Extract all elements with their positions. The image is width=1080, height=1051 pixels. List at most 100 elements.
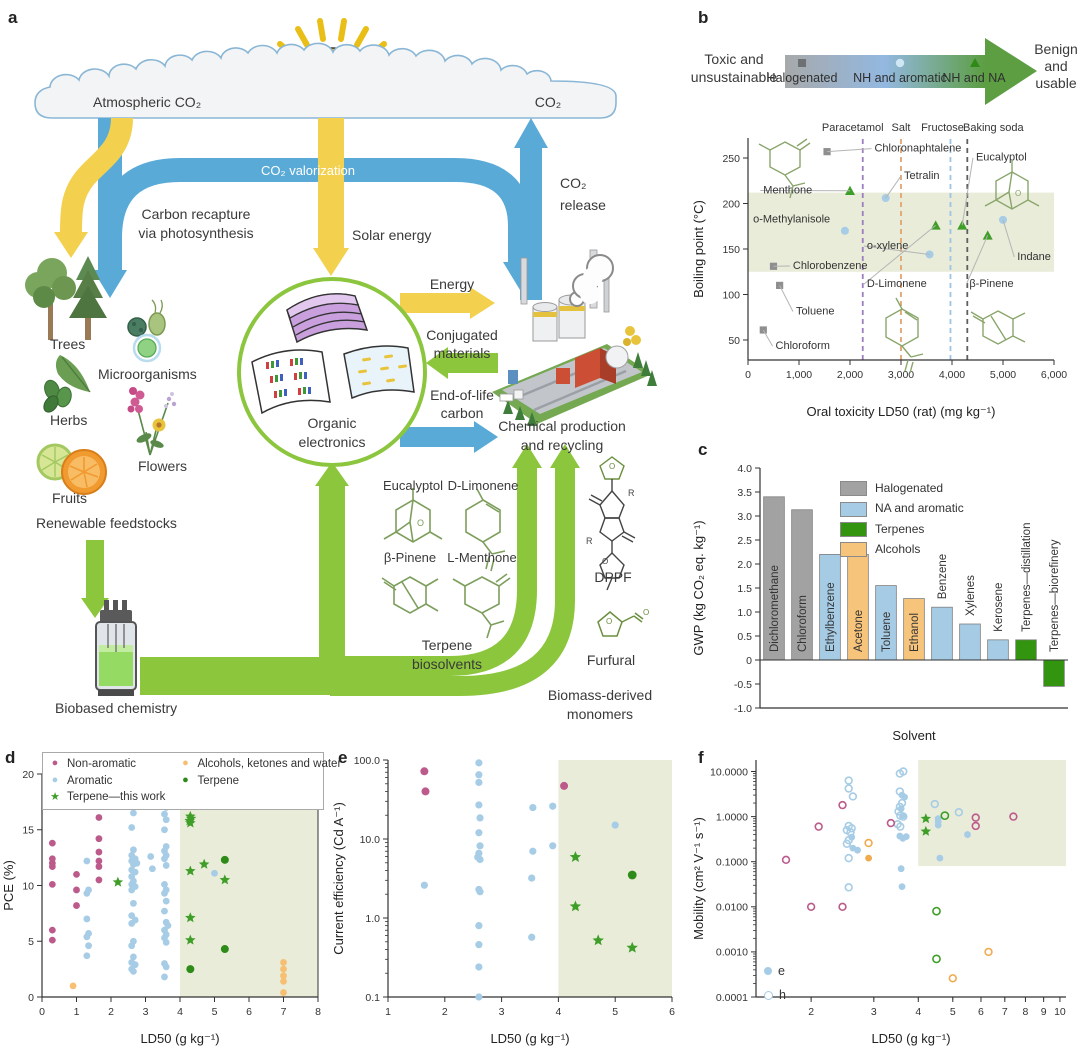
d-limonene-label: D-Limonene — [448, 478, 519, 493]
panel-a-carbon-cycle-diagram: O — [0, 0, 690, 740]
svg-text:LD50 (g kg⁻¹): LD50 (g kg⁻¹) — [490, 1031, 569, 1046]
biomass-monomers-label-1: Biomass-derived — [548, 687, 652, 703]
svg-text:-1.0: -1.0 — [734, 703, 752, 715]
svg-text:1: 1 — [385, 1006, 391, 1018]
electron-marker-icon — [764, 967, 772, 976]
factory-icon — [492, 249, 657, 426]
svg-text:15: 15 — [22, 825, 34, 837]
svg-text:4,000: 4,000 — [939, 369, 965, 381]
benign-label-2: and — [1044, 58, 1067, 74]
alcohols-swatch — [840, 542, 867, 558]
svg-text:6: 6 — [246, 1006, 252, 1018]
svg-text:200: 200 — [722, 198, 740, 210]
svg-text:10.0000: 10.0000 — [710, 766, 748, 778]
svg-text:Terpenes—distillation: Terpenes—distillation — [1021, 523, 1033, 632]
organic-electronics-label-1: Organic — [307, 415, 356, 431]
legend-terpenes: Terpenes — [840, 521, 964, 538]
co2-release-label-2: release — [560, 197, 606, 213]
limonene-structure — [465, 488, 506, 572]
legend-aromatic-label: Aromatic — [67, 774, 113, 787]
svg-text:6,000: 6,000 — [1041, 369, 1067, 381]
svg-text:Tetralin: Tetralin — [904, 170, 939, 182]
nh-na-marker-icon — [970, 58, 980, 67]
pinene-structure — [381, 576, 439, 614]
eucalyptol-label: Eucalyptol — [383, 478, 443, 493]
bioreactor-icon — [95, 600, 137, 696]
oled-sheet-icon — [343, 345, 415, 400]
solar-sheet-icon — [286, 293, 369, 344]
svg-text:LD50 (g kg⁻¹): LD50 (g kg⁻¹) — [140, 1031, 219, 1046]
terpene-structures: O — [381, 488, 511, 639]
svg-text:7: 7 — [1002, 1006, 1008, 1018]
svg-text:Toluene: Toluene — [796, 306, 835, 318]
trees-icon — [25, 256, 107, 340]
dppf-label: DPPF — [594, 569, 631, 585]
svg-text:0.0001: 0.0001 — [716, 992, 748, 1004]
solar-energy-arrow — [313, 118, 349, 276]
svg-text:O: O — [417, 518, 424, 528]
svg-text:Boiling point (°C): Boiling point (°C) — [691, 200, 706, 298]
herbs-label: Herbs — [50, 412, 87, 428]
svg-text:Current efficiency (Cd A⁻¹): Current efficiency (Cd A⁻¹) — [331, 802, 346, 955]
svg-text:R: R — [586, 536, 593, 546]
svg-text:3: 3 — [871, 1006, 877, 1018]
svg-text:0.0100: 0.0100 — [716, 902, 748, 914]
biosolvent-flow-arrows — [140, 444, 580, 696]
svg-text:3: 3 — [143, 1006, 149, 1018]
solar-energy-label: Solar energy — [352, 227, 431, 243]
toxic-label-2: unsustainable — [691, 69, 778, 85]
svg-text:Ethylbenzene: Ethylbenzene — [825, 582, 837, 652]
svg-text:-0.5: -0.5 — [734, 679, 752, 691]
fruits-icon — [36, 443, 107, 495]
carbon-recapture-label-2: via photosynthesis — [138, 225, 253, 241]
svg-text:2.0: 2.0 — [737, 559, 752, 571]
svg-text:o-Methylanisole: o-Methylanisole — [753, 214, 830, 226]
svg-text:10.0: 10.0 — [360, 834, 381, 846]
legend-terpenes-label: Terpenes — [875, 521, 925, 536]
svg-text:β-Pinene: β-Pinene — [969, 278, 1013, 290]
svg-text:3.5: 3.5 — [737, 487, 752, 499]
svg-text:0: 0 — [39, 1006, 45, 1018]
terpenes-swatch — [840, 521, 867, 537]
panel-f-letter: f — [698, 748, 704, 767]
conjugated-materials-arrow — [426, 347, 498, 379]
svg-text:4: 4 — [915, 1006, 921, 1018]
halogenated-marker-icon — [798, 59, 806, 67]
svg-text:100.0: 100.0 — [354, 755, 380, 767]
svg-text:1.0000: 1.0000 — [716, 811, 748, 823]
co2-release-arrow — [514, 118, 548, 300]
svg-text:0: 0 — [28, 992, 34, 1004]
b-pinene-label: β-Pinene — [384, 550, 436, 565]
svg-text:O: O — [643, 608, 649, 617]
nh-aromatic-marker-icon — [895, 58, 905, 68]
na-aromatic-swatch — [840, 501, 867, 517]
legend-e-label: e — [778, 964, 785, 978]
panel-f-legend: e h — [764, 962, 786, 1004]
toxic-label-1: Toxic and — [704, 51, 763, 67]
svg-text:0.5: 0.5 — [737, 631, 752, 643]
halogenated-swatch — [840, 481, 867, 497]
svg-text:5: 5 — [612, 1006, 618, 1018]
svg-text:o-xylene: o-xylene — [867, 240, 909, 252]
svg-text:Acetone: Acetone — [853, 610, 865, 652]
svg-text:Chloroform: Chloroform — [776, 340, 830, 352]
svg-text:0: 0 — [745, 369, 751, 381]
svg-text:Solvent: Solvent — [892, 728, 936, 743]
renewable-feedstocks-label: Renewable feedstocks — [36, 515, 177, 531]
svg-text:Benzene: Benzene — [937, 554, 949, 599]
flowers-label: Flowers — [138, 458, 187, 474]
fruits-label: Fruits — [52, 490, 87, 506]
trees-label: Trees — [50, 336, 85, 352]
svg-text:R: R — [628, 488, 635, 498]
legend-alcohols-label: Alcohols — [875, 542, 921, 557]
cat-nh-na-label: NH and NA — [942, 71, 1006, 85]
svg-text:O: O — [602, 557, 608, 566]
svg-text:GWP (kg CO₂ eq. kg⁻¹): GWP (kg CO₂ eq. kg⁻¹) — [691, 520, 706, 655]
panel-b-letter: b — [698, 8, 709, 27]
svg-text:Chloronaphtalene: Chloronaphtalene — [874, 143, 961, 155]
flowers-icon — [127, 387, 177, 456]
